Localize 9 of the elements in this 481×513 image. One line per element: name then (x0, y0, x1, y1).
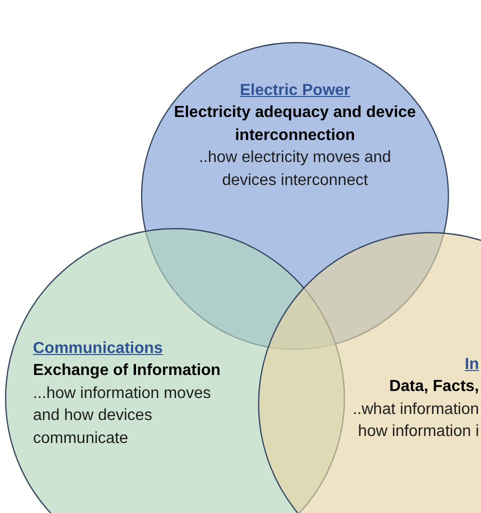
circle-subheading: Exchange of Information (33, 361, 221, 382)
circle-heading: Communications (33, 339, 163, 359)
circle-subheading: Electricity adequacy and device interconnection (173, 103, 417, 146)
circle-description: ..how electricity moves and devices interconnect (198, 148, 392, 191)
circle-subheading: Data, Facts, (389, 377, 479, 398)
circle-description: ..what information how information i (352, 400, 479, 442)
circle-heading: Electric Power (240, 81, 350, 101)
circle-description: ...how information moves and how devices communicate (33, 384, 212, 449)
circle-heading: In (464, 355, 479, 375)
